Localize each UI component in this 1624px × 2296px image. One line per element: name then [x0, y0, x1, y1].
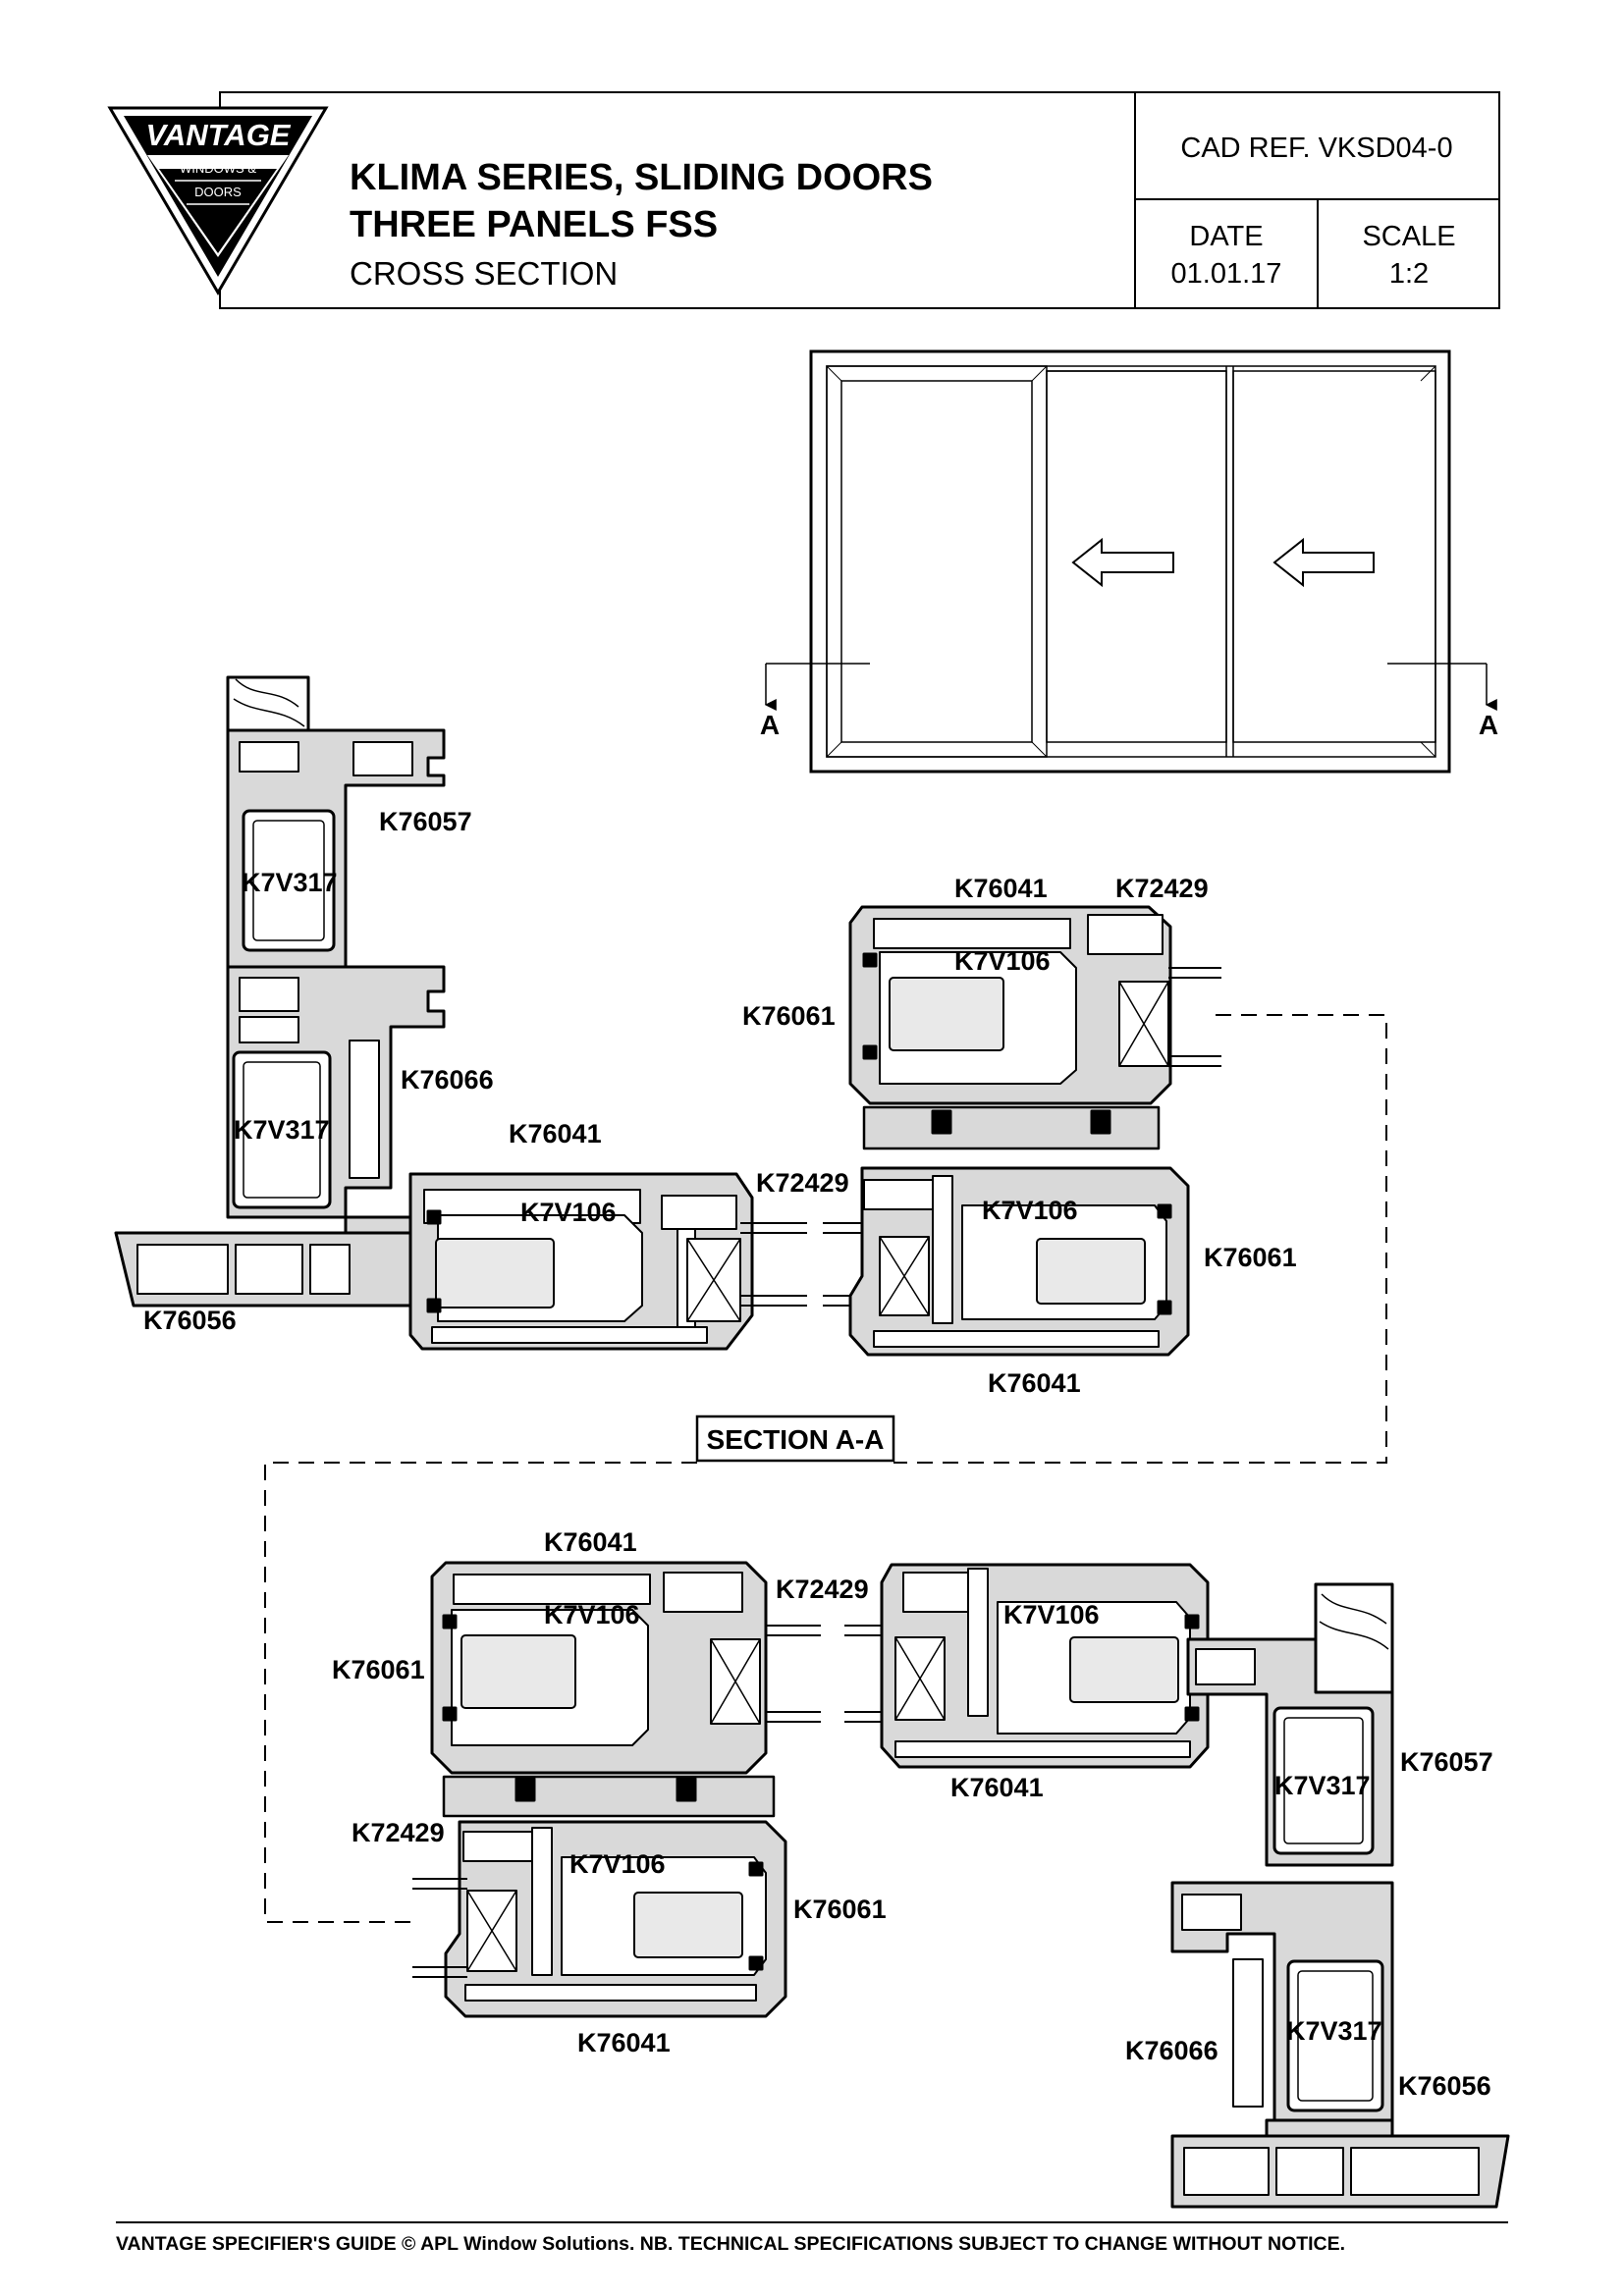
section-mark-left: A: [760, 710, 780, 740]
scale-value: 1:2: [1389, 258, 1429, 290]
label-k7v106: K7V106: [982, 1196, 1078, 1225]
label-k76057: K76057: [1400, 1747, 1493, 1777]
label-k76061: K76061: [793, 1895, 887, 1924]
scale-label: SCALE: [1362, 221, 1455, 252]
sash-assembly-2: [848, 1166, 1190, 1357]
section-title: SECTION A-A: [707, 1424, 885, 1455]
cad-ref: CAD REF. VKSD04-0: [1180, 133, 1452, 164]
label-k76061: K76061: [1204, 1243, 1297, 1272]
sash-assembly-4: [430, 1561, 776, 1818]
title-line-2: THREE PANELS FSS: [350, 204, 718, 245]
slide-direction-arrow-icon: [1272, 537, 1375, 588]
sash-assembly-1: [408, 1172, 754, 1351]
section-mark-right: A: [1479, 710, 1498, 740]
label-k72429: K72429: [352, 1818, 445, 1847]
label-k7v317: K7V317: [234, 1115, 330, 1145]
profile-labels: K76057 K7V317 K76066 K7V317 K76056 K7604…: [143, 807, 1493, 2101]
label-k72429: K72429: [1115, 874, 1209, 903]
label-k76061: K76061: [742, 1001, 836, 1031]
date-value: 01.01.17: [1171, 258, 1282, 290]
footer-text: VANTAGE SPECIFIER'S GUIDE © APL Window S…: [116, 2233, 1345, 2255]
section-continuation-lines: [264, 1014, 1387, 1923]
title-block: KLIMA SERIES, SLIDING DOORS THREE PANELS…: [219, 91, 1500, 309]
sash-assembly-3: [848, 905, 1172, 1150]
section-title-box: SECTION A-A: [695, 1415, 895, 1463]
label-k72429: K72429: [756, 1168, 849, 1198]
logo-line-2: DOORS: [194, 185, 242, 199]
label-k7v106: K7V106: [1003, 1600, 1100, 1629]
footer: VANTAGE SPECIFIER'S GUIDE © APL Window S…: [116, 2221, 1508, 2255]
slide-direction-arrow-icon: [1071, 537, 1174, 588]
label-k76057: K76057: [379, 807, 472, 836]
title-line-3: CROSS SECTION: [350, 255, 618, 292]
label-k76066: K76066: [1125, 2036, 1218, 2065]
glass-pane-lines: [1168, 967, 1221, 1067]
label-k7v317: K7V317: [1286, 2016, 1382, 2046]
label-k7v106: K7V106: [520, 1198, 617, 1227]
label-k76041: K76041: [577, 2028, 671, 2057]
sash-assembly-6: [880, 1563, 1210, 1769]
label-k7v106: K7V106: [954, 946, 1051, 976]
logo-line-1: WINDOWS &: [180, 161, 256, 176]
label-k76041: K76041: [509, 1119, 602, 1148]
label-k76041: K76041: [544, 1527, 637, 1557]
label-k76056: K76056: [1398, 2071, 1491, 2101]
label-k76061: K76061: [332, 1655, 425, 1684]
right-jamb-assembly: [1170, 1582, 1510, 2209]
elevation-view: [764, 349, 1497, 774]
left-jamb-assembly: [114, 675, 446, 1308]
logo-brand: VANTAGE: [146, 118, 292, 152]
timber-wall: [1314, 1582, 1394, 1694]
label-k7v317: K7V317: [242, 868, 338, 897]
label-k72429: K72429: [776, 1575, 869, 1604]
sash-assembly-5: [444, 1820, 787, 2018]
label-k7v106: K7V106: [569, 1849, 666, 1879]
label-k76066: K76066: [401, 1065, 494, 1095]
label-k76041: K76041: [988, 1368, 1081, 1398]
label-k76041: K76041: [954, 874, 1048, 903]
date-label: DATE: [1189, 221, 1263, 252]
timber-wall: [226, 675, 310, 732]
label-k76041: K76041: [950, 1773, 1044, 1802]
label-k7v106: K7V106: [544, 1600, 640, 1629]
title-line-1: KLIMA SERIES, SLIDING DOORS: [350, 157, 933, 198]
label-k7v317: K7V317: [1274, 1771, 1371, 1800]
label-k76056: K76056: [143, 1306, 237, 1335]
vantage-logo: VANTAGE WINDOWS & DOORS: [107, 106, 329, 295]
